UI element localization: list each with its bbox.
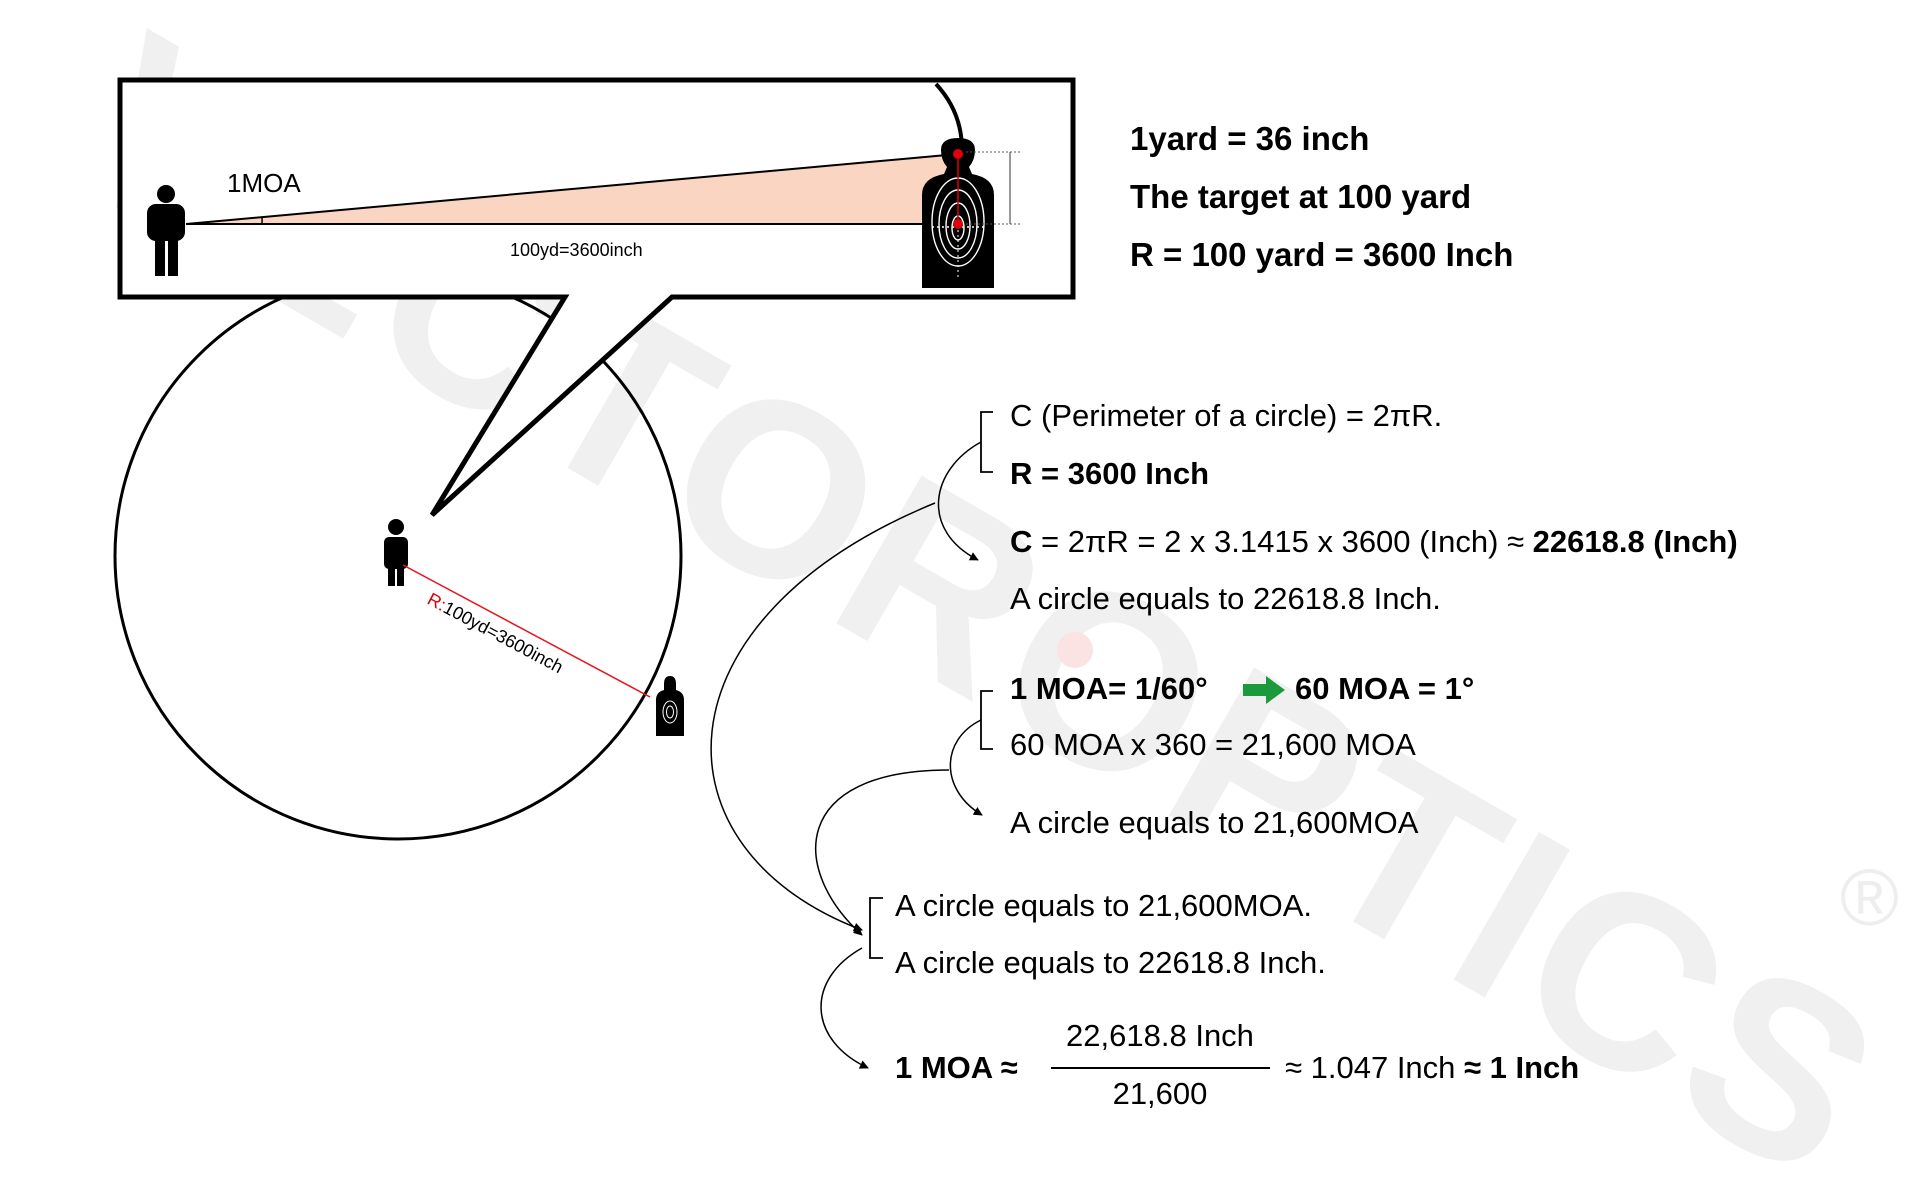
arrow-combined-to-final (820, 947, 869, 1069)
moa-total-line: 60 MOA x 360 = 21,600 MOA (1010, 727, 1416, 762)
fact-target: The target at 100 yard (1130, 178, 1471, 215)
radius-label: R:100yd=3600inch (424, 589, 566, 677)
circumference-calculation: C = 2πR = 2 x 3.1415 x 3600 (Inch) ≈ 226… (1010, 524, 1738, 559)
facts-block: 1yard = 36 inch The target at 100 yard R… (1130, 120, 1513, 273)
inset-shooter-icon (147, 185, 185, 276)
moa-definition-right: 60 MOA = 1° (1295, 671, 1474, 706)
approx-mid: ≈ 1.047 Inch (1285, 1050, 1464, 1085)
inset-distance-label: 100yd=3600inch (510, 240, 643, 260)
circle-moa-line: A circle equals to 21,600MOA (1010, 805, 1419, 840)
approx-final: ≈ 1 Inch (1464, 1050, 1579, 1085)
perimeter-definition: C (Perimeter of a circle) = 2πR. (1010, 398, 1442, 433)
bracket-combined (869, 897, 883, 959)
fraction-numerator: 22,618.8 Inch (1066, 1018, 1254, 1053)
combined-inch-line: A circle equals to 22618.8 Inch. (895, 945, 1326, 980)
c-result: 22618.8 (Inch) (1533, 524, 1738, 559)
inset-callout: 1MOA 100yd=3600inch (117, 77, 1076, 517)
radius-value: 100yd=3600inch (440, 597, 566, 677)
arrow-moa-to-combined (815, 769, 950, 936)
final-result: ≈ 1.047 Inch ≈ 1 Inch (1285, 1050, 1579, 1085)
arrow-c-to-combined (710, 502, 936, 932)
arrow-to-c-result (937, 441, 982, 561)
fraction-denominator: 21,600 (1113, 1076, 1208, 1111)
combined-moa-line: A circle equals to 21,600MOA. (895, 888, 1312, 923)
fact-yard: 1yard = 36 inch (1130, 120, 1369, 157)
fact-radius: R = 100 yard = 3600 Inch (1130, 236, 1513, 273)
c-formula: = 2πR = 2 x 3.1415 x 3600 (Inch) ≈ (1032, 524, 1532, 559)
green-arrow-icon (1243, 676, 1285, 704)
circle-inch-line: A circle equals to 22618.8 Inch. (1010, 581, 1441, 616)
moa-cone-upper-edge (185, 153, 959, 225)
watermark-registered-mark: ® (1840, 853, 1899, 942)
center-shooter-icon (384, 519, 408, 586)
inset-angle-label: 1MOA (227, 168, 301, 198)
watermark-dot (1057, 632, 1093, 668)
derivation-block: C (Perimeter of a circle) = 2πR. R = 360… (895, 398, 1738, 1111)
arrow-to-moa-result (949, 719, 983, 816)
small-target-icon (656, 676, 684, 736)
moa-definition-left: 1 MOA= 1/60° (1010, 671, 1208, 706)
c-symbol: C (1010, 524, 1032, 559)
radius-value-line: R = 3600 Inch (1010, 456, 1209, 491)
final-lhs: 1 MOA ≈ (895, 1050, 1018, 1085)
radius-line (402, 564, 651, 698)
